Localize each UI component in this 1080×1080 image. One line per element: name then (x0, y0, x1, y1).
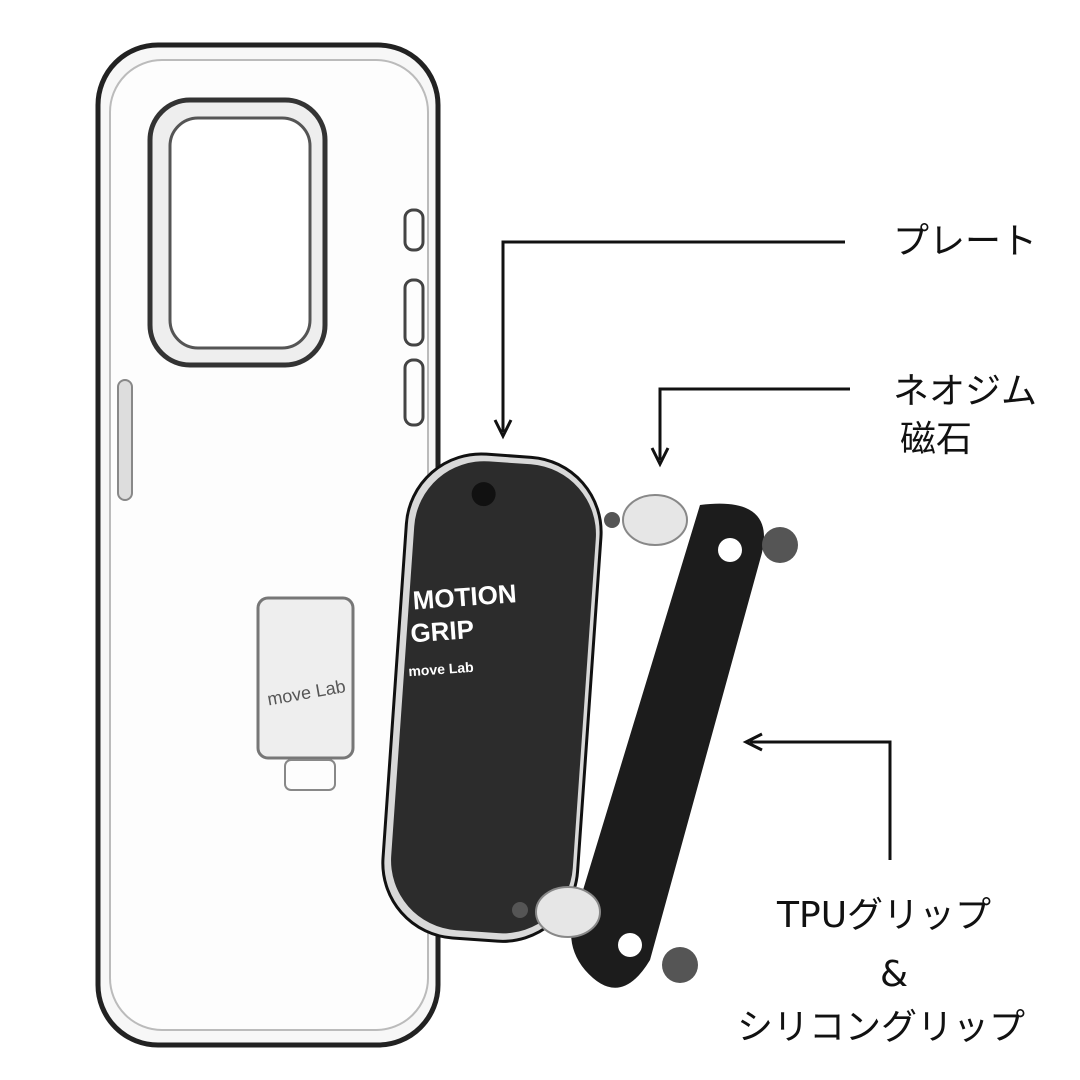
plate-arrow (501, 240, 845, 432)
grip-strap (512, 494, 798, 988)
plate-title-1: MOTION (412, 578, 518, 615)
plate-label: プレート (893, 221, 1038, 262)
magnetic-plate: MOTION GRIP move Lab (381, 452, 603, 943)
plate-brand: move Lab (408, 659, 474, 680)
magnet-top (622, 494, 688, 546)
grip-label-line3: シリコングリップ (737, 1007, 1026, 1048)
plate-title-2: GRIP (409, 614, 475, 648)
magnet-arrow (658, 387, 850, 460)
callout-arrows (493, 240, 892, 860)
grip-label-line2: & (880, 954, 909, 995)
grip-arrow (750, 740, 892, 860)
magnet-label-line1: ネオジム (893, 371, 1038, 412)
magnet-bottom (535, 886, 601, 938)
grip-label-line1: TPUグリップ (777, 895, 992, 936)
magnet-label-line2: 磁石 (900, 419, 973, 460)
clear-phone-case: move Lab (95, 42, 441, 1048)
case-stand: move Lab (256, 596, 355, 791)
